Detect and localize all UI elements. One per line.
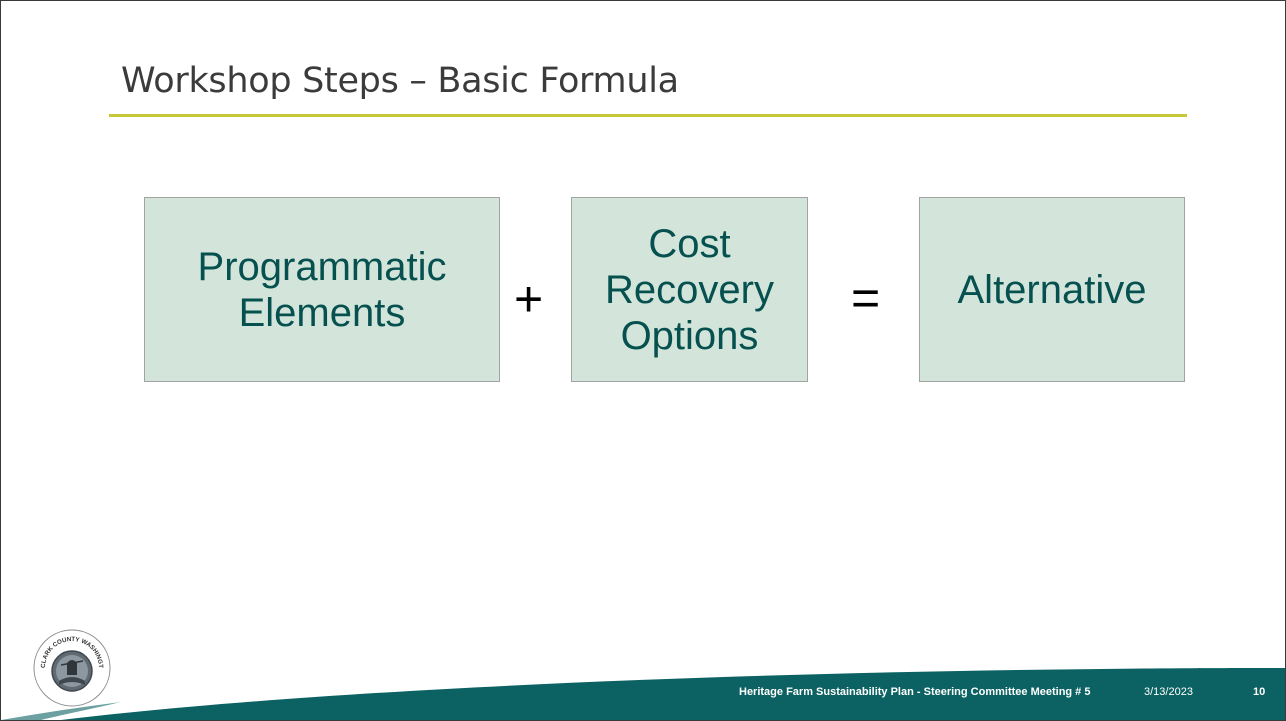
programmatic-elements-box: Programmatic Elements	[144, 197, 500, 382]
programmatic-elements-label: Programmatic Elements	[197, 244, 447, 335]
cost-recovery-options-label: Cost Recovery Options	[605, 221, 774, 358]
cost-recovery-options-box: Cost Recovery Options	[571, 197, 808, 382]
alternative-box: Alternative	[919, 197, 1185, 382]
equals-operator: =	[851, 270, 881, 326]
footer-title: Heritage Farm Sustainability Plan - Stee…	[739, 686, 1091, 698]
plus-operator: +	[514, 271, 544, 327]
slide-title: Workshop Steps – Basic Formula	[121, 61, 679, 101]
slide-number: 10	[1253, 686, 1266, 698]
county-seal-icon: CLARK COUNTY WASHINGTON	[29, 622, 113, 709]
footer-date: 3/13/2023	[1144, 686, 1193, 698]
title-underline	[109, 114, 1187, 117]
alternative-label: Alternative	[957, 267, 1147, 312]
